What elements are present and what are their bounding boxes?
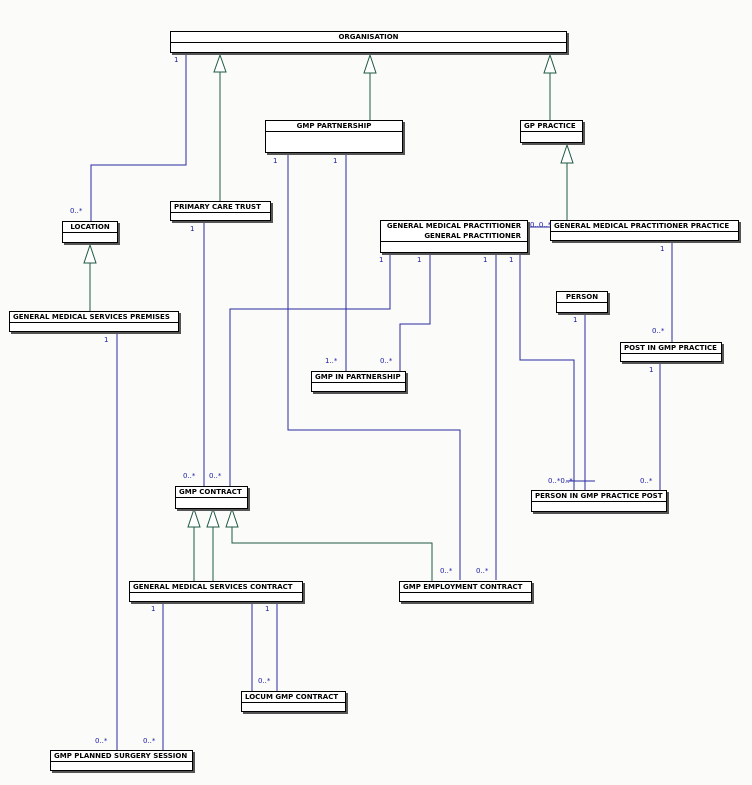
org-location-line bbox=[90, 53, 187, 221]
multiplicity-label: 0..* bbox=[70, 207, 83, 215]
multiplicity-label: 1 bbox=[174, 56, 179, 64]
multiplicity-label: 0..* bbox=[380, 357, 393, 365]
gms-contract-arrowhead bbox=[187, 507, 201, 528]
multiplicity-label: 1 bbox=[509, 256, 514, 264]
multiplicity-label: 1 bbox=[573, 316, 578, 324]
entity-name: LOCATION bbox=[63, 222, 117, 233]
multiplicity-label: 1 bbox=[660, 245, 665, 253]
entity-name: GENERAL MEDICAL PRACTITIONER bbox=[386, 222, 522, 230]
entity-name: GP PRACTICE bbox=[521, 121, 582, 132]
multiplicity-label: 1 bbox=[333, 157, 338, 165]
gmp-partnership-employment-line bbox=[287, 153, 461, 580]
entity-name: PRIMARY CARE TRUST bbox=[171, 202, 270, 213]
entity-alias: GENERAL PRACTITIONER bbox=[381, 231, 527, 242]
multiplicity-label: 0..* bbox=[143, 737, 156, 745]
entity-person-in-gmp-practice-post[interactable]: PERSON IN GMP PRACTICE POST bbox=[531, 490, 667, 512]
entity-name: PERSON IN GMP PRACTICE POST bbox=[532, 491, 666, 502]
multiplicity-label: 0..* bbox=[440, 567, 453, 575]
multiplicity-label: 1 bbox=[483, 256, 488, 264]
multiplicity-label: 0..* bbox=[183, 472, 196, 480]
entity-primary-care-trust[interactable]: PRIMARY CARE TRUST bbox=[170, 201, 271, 221]
multiplicity-label: 1..* bbox=[325, 357, 338, 365]
entity-general-medical-practitioner[interactable]: GENERAL MEDICAL PRACTITIONER GENERAL PRA… bbox=[380, 220, 528, 253]
entity-name: ORGANISATION bbox=[171, 32, 566, 43]
entity-locum-gmp-contract[interactable]: LOCUM GMP CONTRACT bbox=[241, 691, 346, 712]
entity-post-in-gmp-practice[interactable]: POST IN GMP PRACTICE bbox=[620, 342, 722, 362]
entity-name: LOCUM GMP CONTRACT bbox=[242, 692, 345, 703]
entity-gp-practice[interactable]: GP PRACTICE bbox=[520, 120, 583, 143]
gp-contract-line bbox=[229, 253, 391, 486]
practice-org-arrowhead bbox=[543, 53, 557, 74]
entity-name: GMP PLANNED SURGERY SESSION bbox=[51, 751, 192, 762]
generalization-lines bbox=[89, 70, 568, 599]
entity-name: GMP EMPLOYMENT CONTRACT bbox=[400, 582, 531, 593]
multiplicity-label: 0..*0..* bbox=[548, 477, 573, 485]
multiplicity-label: 1 bbox=[417, 256, 422, 264]
pct-org-arrowhead bbox=[213, 53, 227, 73]
entity-organisation[interactable]: ORGANISATION bbox=[170, 31, 567, 53]
employment-contract-arrowhead bbox=[225, 507, 239, 528]
entity-gmp-employment-contract[interactable]: GMP EMPLOYMENT CONTRACT bbox=[399, 581, 532, 602]
entity-name: PERSON bbox=[557, 292, 607, 303]
entity-person[interactable]: PERSON bbox=[556, 291, 608, 313]
multiplicity-label: 0..* bbox=[95, 737, 108, 745]
multiplicity-label: 1 bbox=[190, 225, 195, 233]
association-lines bbox=[90, 53, 673, 750]
multiplicity-label: 1 bbox=[379, 256, 384, 264]
gp-person-post-line bbox=[519, 253, 575, 490]
entity-gmp-in-partnership[interactable]: GMP IN PARTNERSHIP bbox=[311, 371, 406, 392]
multiplicity-label: 0..* bbox=[476, 567, 489, 575]
entity-name: GMP PARTNERSHIP bbox=[266, 121, 402, 132]
multiplicity-label: 1 bbox=[151, 605, 156, 613]
entity-gms-premises[interactable]: GENERAL MEDICAL SERVICES PREMISES bbox=[9, 311, 179, 332]
entity-name: POST IN GMP PRACTICE bbox=[621, 343, 721, 354]
entity-name: GMP IN PARTNERSHIP bbox=[312, 372, 405, 383]
entity-gmp-planned-surgery-session[interactable]: GMP PLANNED SURGERY SESSION bbox=[50, 750, 193, 771]
entity-name: GENERAL MEDICAL SERVICES CONTRACT bbox=[130, 582, 302, 593]
partnership-org-arrowhead bbox=[363, 53, 377, 74]
multiplicity-label: 1 bbox=[273, 157, 278, 165]
premises-location-arrowhead bbox=[83, 243, 97, 264]
multiplicity-label: 1 bbox=[104, 336, 109, 344]
multiplicity-label: 0..* bbox=[652, 327, 665, 335]
entity-gmp-practice[interactable]: GENERAL MEDICAL PRACTITIONER PRACTICE bbox=[550, 220, 739, 241]
multiplicity-label: 0..0..* bbox=[530, 221, 552, 229]
entity-gmp-partnership[interactable]: GMP PARTNERSHIP bbox=[265, 120, 403, 153]
entity-name: GENERAL MEDICAL SERVICES PREMISES bbox=[10, 312, 178, 323]
inheritance-arrowheads bbox=[83, 53, 574, 528]
multiplicity-label: 1 bbox=[649, 366, 654, 374]
employment-to-contract-line bbox=[231, 527, 433, 581]
entity-name: GMP CONTRACT bbox=[176, 487, 247, 498]
entity-gmp-contract[interactable]: GMP CONTRACT bbox=[175, 486, 248, 509]
multiplicity-label: 0..* bbox=[640, 477, 653, 485]
entity-name: GENERAL MEDICAL PRACTITIONER PRACTICE bbox=[551, 221, 738, 232]
entity-gms-contract[interactable]: GENERAL MEDICAL SERVICES CONTRACT bbox=[129, 581, 303, 602]
gp-in-partnership-line bbox=[399, 253, 431, 371]
entity-location[interactable]: LOCATION bbox=[62, 221, 118, 243]
gpp-gp-practice-arrowhead bbox=[560, 143, 574, 164]
multiplicity-label: 0..* bbox=[209, 472, 222, 480]
locum-contract-arrowhead bbox=[206, 507, 220, 528]
multiplicity-label: 0..* bbox=[258, 677, 271, 685]
multiplicity-label: 1 bbox=[265, 605, 270, 613]
